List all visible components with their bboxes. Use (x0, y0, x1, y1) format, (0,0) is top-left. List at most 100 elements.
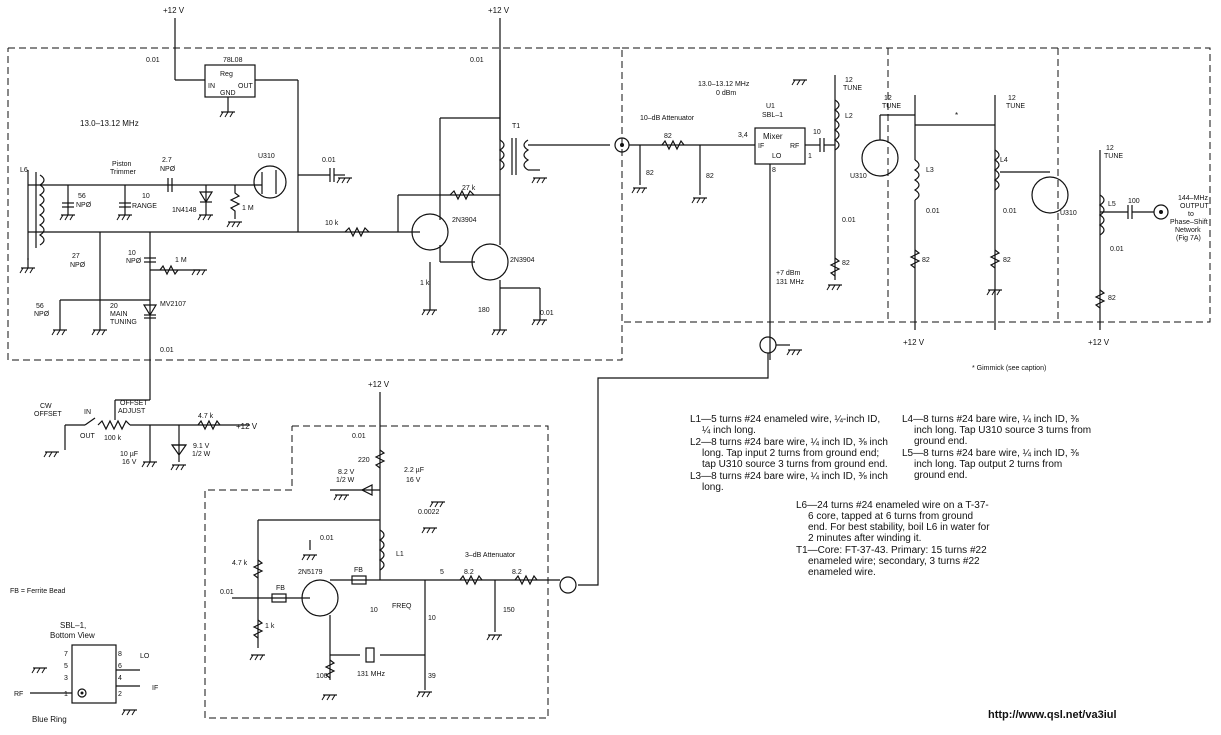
cap-10-range: 10 (142, 193, 150, 200)
sbl-pin-1: 1 (64, 691, 68, 698)
out-144-e: Network (1175, 227, 1201, 234)
res-100: 100 (316, 673, 328, 680)
q-2n5179: 2N5179 (298, 569, 323, 576)
sbl-title-b: Bottom View (50, 631, 95, 640)
fb-b: FB (354, 567, 363, 574)
pin-1: 1 (808, 153, 812, 160)
tuning-label: TUNING (110, 319, 137, 326)
cap-56-b-npo: NPØ (34, 311, 50, 318)
cap-12-d: 12 (1106, 145, 1114, 152)
cap-16v: 16 V (122, 459, 137, 466)
zener-8-2v-w: 1/2 W (336, 477, 355, 484)
sbl-pin-4: 4 (118, 675, 122, 682)
l6-label: L6 (20, 167, 28, 174)
cap-0-01-e: 0.01 (540, 310, 554, 317)
cap-0-0022: 0.0022 (418, 509, 440, 516)
cap-0-01-l: 0.01 (220, 589, 234, 596)
cap-10uf: 10 µF (120, 451, 138, 458)
note-l1: L1—5 turns #24 enameled wire, ¼-inch ID,… (690, 414, 881, 436)
cap-2-7-npo: NPØ (160, 166, 176, 173)
sbl-pin-6: 6 (118, 663, 122, 670)
vxo-shield (7, 47, 623, 361)
cap-100: 100 (1128, 198, 1140, 205)
cap-0-01-b: 0.01 (470, 57, 484, 64)
note-l5: L5—8 turns #24 bare wire, ¼ inch ID, ⅜ i… (902, 448, 1079, 481)
res-180: 180 (478, 307, 490, 314)
out-144-a: 144–MHz (1178, 195, 1208, 202)
cap-10-c: 10 (813, 129, 821, 136)
res-82-d: 82 (842, 260, 850, 267)
note-l3: L3—8 turns #24 bare wire, ¼ inch ID, ⅜ i… (690, 471, 888, 493)
lo-level-a: +7 dBm (776, 270, 800, 277)
cap-39: 39 (428, 673, 436, 680)
res-27k: 27 k (462, 185, 476, 192)
att-freq-b: 0 dBm (716, 90, 736, 97)
notes-col-1: L1—5 turns #24 enameled wire, ¼-inch ID,… (690, 414, 890, 494)
cap-2-7: 2.7 (162, 157, 172, 164)
notes-col-3: L6—24 turns #24 enameled wire on a T-37-… (796, 500, 990, 579)
range-label: RANGE (132, 203, 157, 210)
reg-gnd: GND (220, 90, 236, 97)
cap-2-2uf-v: 16 V (406, 477, 421, 484)
cap-0-01-k: 0.01 (320, 535, 334, 542)
note-t1: T1—Core: FT-37-43. Primary: 15 turns #22… (796, 545, 987, 578)
mixer-label: Mixer (763, 132, 783, 141)
fb-a: FB (276, 585, 285, 592)
cap-0-01-f: 0.01 (842, 217, 856, 224)
sbl-pin-5: 5 (64, 663, 68, 670)
main-label: MAIN (110, 311, 128, 318)
pin-3-4: 3,4 (738, 132, 748, 139)
supply-12v-t1: +12 V (488, 6, 510, 15)
sbl-title-a: SBL–1, (60, 621, 86, 630)
sbl1-bottom-view (30, 644, 140, 716)
res-1k-b: 1 k (265, 623, 275, 630)
oscillator-shield (204, 425, 549, 719)
supply-12v-offset: +12 V (236, 422, 258, 431)
offset-adj-b: ADJUST (118, 408, 146, 415)
freq-label: FREQ (392, 603, 412, 610)
cap-27: 27 (72, 253, 80, 260)
fb-note: FB = Ferrite Bead (10, 588, 66, 595)
offset-adj-a: OFFSET (120, 400, 148, 407)
q-2n3904-b: 2N3904 (510, 257, 535, 264)
cap-0-01-h: 0.01 (1003, 208, 1017, 215)
l1-label: L1 (396, 551, 404, 558)
res-4-7k-b: 4.7 k (232, 560, 248, 567)
mixer-shield (622, 47, 1211, 323)
mixer-if: IF (758, 143, 764, 150)
xtal-131: 131 MHz (357, 671, 386, 678)
u1-label: U1 (766, 103, 775, 110)
reg-in: IN (208, 83, 215, 90)
varactor-mv2107: MV2107 (160, 301, 186, 308)
tune-a: TUNE (843, 85, 862, 92)
u310-c: U310 (1060, 210, 1077, 217)
sbl1-label: SBL–1 (762, 112, 783, 119)
sbl-pin-2: 2 (118, 691, 122, 698)
zener-1-2w: 1/2 W (192, 451, 211, 458)
cap-0-01-g: 0.01 (926, 208, 940, 215)
atten10-label: 10–dB Attenuator (640, 115, 695, 122)
schematic-labels: +12 V +12 V 78L08 Reg IN OUT GND 0.01 0.… (10, 6, 1210, 724)
notes-col-2: L4—8 turns #24 bare wire, ¼ inch ID, ⅜ i… (902, 414, 1092, 482)
cap-56: 56 (78, 193, 86, 200)
in-label: IN (84, 409, 91, 416)
u310-b: U310 (850, 173, 867, 180)
cap-0-01-d: 0.01 (160, 347, 174, 354)
att-freq-a: 13.0–13.12 MHz (698, 81, 750, 88)
res-220: 220 (358, 457, 370, 464)
atten3-label: 3–dB Attenuator (465, 552, 516, 559)
tune-c: TUNE (1006, 103, 1025, 110)
u310-vxo: U310 (258, 153, 275, 160)
res-82-c: 82 (706, 173, 714, 180)
cap-20: 20 (110, 303, 118, 310)
cap-0-01-j: 0.01 (352, 433, 366, 440)
out-144-c: to (1188, 211, 1194, 218)
reg-name: 78L08 (223, 57, 243, 64)
cap-56-b: 56 (36, 303, 44, 310)
l2-label: L2 (845, 113, 853, 120)
cap-5: 5 (440, 569, 444, 576)
sbl-pin-8: 8 (118, 651, 122, 658)
res-1k: 1 k (420, 280, 430, 287)
cap-12-a: 12 (845, 77, 853, 84)
